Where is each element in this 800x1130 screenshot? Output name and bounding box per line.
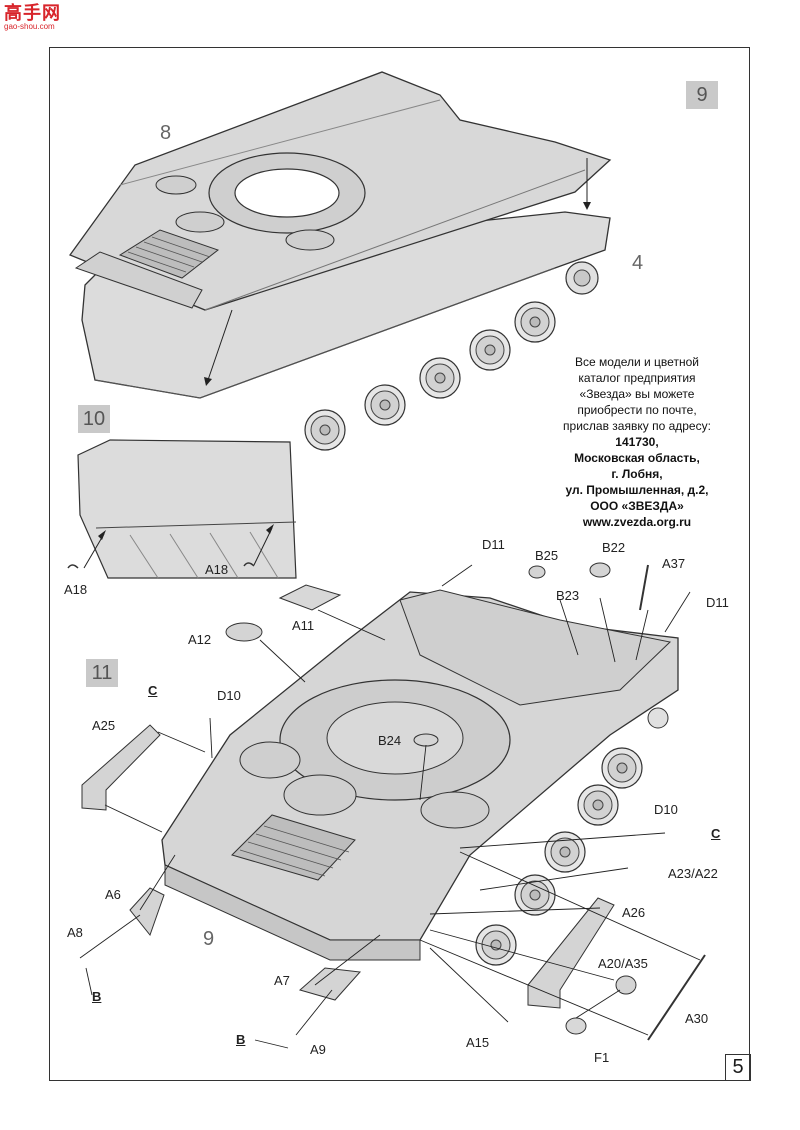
label-b22: B22	[602, 540, 626, 555]
label-a23-a22: A23/A22	[668, 866, 718, 881]
label-d10-right: D10	[654, 802, 678, 817]
info-line-5: прислав заявку по адресу:	[563, 419, 711, 433]
label-c-top: C	[148, 683, 158, 698]
label-a8: A8	[67, 925, 83, 940]
part-b24	[413, 733, 439, 747]
site-watermark: 高手网 gao-shou.com	[4, 4, 61, 31]
instruction-frame	[49, 47, 750, 1081]
page-number: 5	[725, 1054, 751, 1081]
label-b25: B25	[535, 548, 559, 563]
drive-sprocket	[565, 261, 599, 295]
part-a30	[647, 954, 706, 1041]
info-line-2: каталог предприятия	[578, 371, 696, 385]
label-a25: A25	[92, 718, 116, 733]
label-a9: A9	[310, 1042, 326, 1057]
ref-number-8: 8	[160, 122, 172, 144]
part-a7	[298, 967, 362, 1001]
part-a11	[278, 584, 342, 611]
part-a12	[225, 622, 263, 642]
label-a6: A6	[105, 887, 121, 902]
step10-detail	[67, 439, 297, 579]
watermark-logo: 高手网	[4, 3, 61, 23]
info-line-4: приобрести по почте,	[577, 403, 697, 417]
label-a15: A15	[466, 1035, 490, 1050]
step-9-badge: 9	[686, 81, 718, 109]
part-f1	[565, 1017, 587, 1035]
address-website[interactable]: www.zvezda.org.ru	[582, 515, 692, 529]
address-city: г. Лобня,	[611, 467, 663, 481]
step-11-badge: 11	[86, 659, 118, 687]
label-c-right: C	[711, 826, 721, 841]
label-a26: A26	[622, 905, 646, 920]
label-a18-right: A18	[205, 562, 229, 577]
label-b24: B24	[378, 733, 402, 748]
label-a12: A12	[188, 632, 212, 647]
label-a37: A37	[662, 556, 686, 571]
ordering-info: Все модели и цветной каталог предприятия…	[548, 354, 726, 530]
label-b-bottom: B	[236, 1032, 246, 1047]
label-a20-a35: A20/A35	[598, 956, 648, 971]
watermark-url: gao-shou.com	[4, 22, 55, 31]
label-d11-top: D11	[482, 537, 505, 552]
info-line-1: Все модели и цветной	[575, 355, 699, 369]
label-b23: B23	[556, 588, 580, 603]
step-10-badge: 10	[78, 405, 110, 433]
label-d11-right: D11	[706, 595, 729, 610]
label-a18-left: A18	[64, 582, 88, 597]
info-line-3: «Звезда» вы можете	[579, 387, 695, 401]
part-a6	[129, 887, 165, 937]
address-street: ул. Промышленная, д.2,	[565, 483, 709, 497]
label-a30: A30	[685, 1011, 709, 1026]
step9-hull-assembly	[68, 71, 612, 451]
address-postcode: 141730,	[615, 435, 659, 449]
label-a11: A11	[292, 618, 315, 633]
part-b22	[589, 562, 611, 578]
address-company: ООО «ЗВЕЗДА»	[590, 499, 684, 513]
part-a26	[527, 897, 615, 1009]
label-b-left: B	[92, 989, 102, 1004]
step10-panel	[77, 439, 297, 579]
ref-number-4: 4	[632, 252, 644, 274]
part-b25	[528, 565, 546, 579]
label-d10-top: D10	[217, 688, 241, 703]
ref-number-9: 9	[203, 928, 215, 950]
part-a37	[639, 564, 649, 611]
part-a25	[81, 724, 161, 811]
address-region: Московская область,	[574, 451, 700, 465]
label-f1: F1	[594, 1050, 610, 1065]
label-a7: A7	[274, 973, 290, 988]
part-a20	[615, 975, 637, 995]
step11-hull	[79, 562, 706, 1049]
